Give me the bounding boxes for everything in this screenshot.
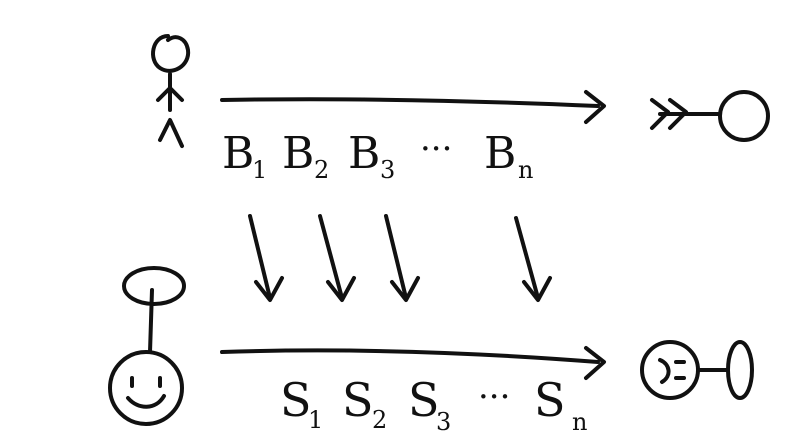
label-sn-subscript: n — [572, 408, 587, 436]
top-ellipsis: ··· — [420, 129, 452, 169]
down-arrow-2 — [318, 214, 356, 302]
bottom-arrow — [220, 346, 606, 380]
top-labels: B 1 B 2 B 3 ··· B n — [222, 128, 533, 184]
down-arrows — [248, 214, 552, 302]
down-arrow-3 — [384, 214, 420, 302]
stick-figure-icon — [151, 34, 191, 148]
down-arrow-1 — [248, 214, 284, 302]
label-sn-letter: S — [534, 373, 566, 427]
arrow-tail-circle-icon — [650, 90, 770, 142]
bottom-ellipsis: ··· — [478, 377, 510, 417]
label-s1-letter: S — [280, 373, 312, 427]
top-arrow — [220, 90, 606, 124]
label-b1-letter: B — [222, 128, 254, 179]
label-b3-subscript: 3 — [380, 156, 395, 184]
label-b3-letter: B — [348, 128, 380, 179]
label-s2-subscript: 2 — [372, 406, 387, 434]
sideways-face-icon — [640, 340, 754, 400]
label-s1-subscript: 1 — [308, 406, 323, 434]
label-b2-subscript: 2 — [314, 156, 329, 184]
label-bn-letter: B — [484, 128, 516, 179]
label-bn-subscript: n — [518, 156, 533, 184]
label-b2-letter: B — [282, 128, 314, 179]
label-b1-subscript: 1 — [252, 156, 267, 184]
label-s3-letter: S — [408, 373, 440, 427]
label-s3-subscript: 3 — [436, 408, 451, 436]
down-arrow-4 — [514, 216, 552, 302]
label-s2-letter: S — [342, 373, 374, 427]
smiley-face-icon — [108, 266, 186, 426]
bottom-labels: S 1 S 2 S 3 ··· S n — [280, 373, 587, 436]
